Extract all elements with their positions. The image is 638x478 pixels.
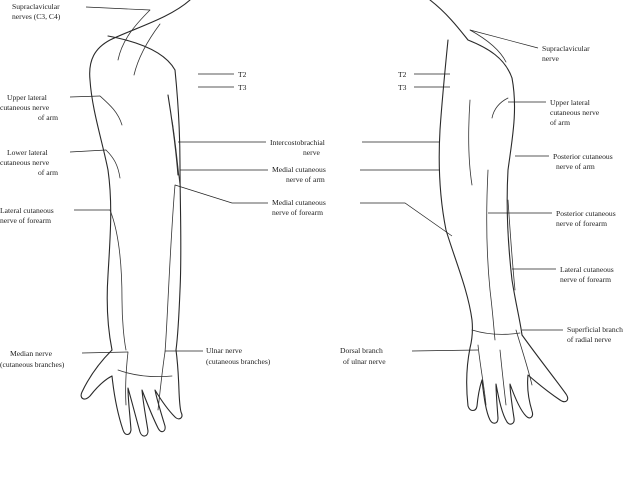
supraclavicular-nerve-right-label-line2: nerve bbox=[542, 54, 559, 63]
lateral-forearm-label-line2: nerve of forearm bbox=[0, 216, 51, 225]
posterior-neck-outline bbox=[429, 0, 513, 79]
medial-cutaneous-arm-branch bbox=[171, 119, 181, 186]
dorsal-ulnar-leader bbox=[411, 349, 479, 352]
medial-forearm-leader-right bbox=[360, 202, 453, 237]
posterior-upper-lateral-branch bbox=[491, 97, 509, 119]
supraclavicular-leader-left bbox=[85, 6, 151, 11]
supraclavicular-nerves-label-line1: Supraclavicular bbox=[12, 2, 60, 11]
posterior-arm-lateral-border bbox=[506, 77, 523, 336]
palm-crease bbox=[117, 369, 173, 378]
intercostobrachial-label-line2: nerve bbox=[303, 148, 320, 157]
lateral-cutaneous-forearm-branch-posterior bbox=[507, 199, 516, 291]
upper-lateral-label-line3: of arm bbox=[38, 113, 58, 122]
posterior-arm-medial-border bbox=[438, 39, 473, 349]
lateral-forearm-right-label-line1: Lateral cutaneous bbox=[560, 265, 614, 274]
lower-lateral-label-line1: Lower lateral bbox=[7, 148, 48, 157]
supraclavicular-nerve-branch-2 bbox=[133, 23, 161, 76]
anterior-arm-medial-border bbox=[174, 69, 182, 351]
lateral-forearm-right-label-line2: nerve of forearm bbox=[560, 275, 611, 284]
posterior-arm-label-line2: nerve of arm bbox=[556, 162, 595, 171]
posterior-forearm-label-line1: Posterior cutaneous bbox=[556, 209, 616, 218]
upper-lateral-right-label-line1: Upper lateral bbox=[550, 98, 590, 107]
superficial-radial-label-line2: of radial nerve bbox=[567, 335, 612, 344]
anterior-hand-outline bbox=[80, 349, 183, 437]
right-labels: Supraclavicular nerve Upper lateral cuta… bbox=[469, 29, 623, 344]
supraclavicular-nerve-right-label-line1: Supraclavicular bbox=[542, 44, 590, 53]
posterior-cutaneous-arm-branch bbox=[468, 99, 473, 186]
median-nerve-palm-branch bbox=[125, 351, 129, 406]
medial-arm-label-line1: Medial cutaneous bbox=[272, 165, 326, 174]
left-labels: Supraclavicular nerves (C3, C4) Upper la… bbox=[0, 2, 151, 369]
anterior-arm-lateral-border bbox=[89, 79, 113, 351]
posterior-arm-label-line1: Posterior cutaneous bbox=[553, 152, 613, 161]
dorsal-ulnar-label-line1: Dorsal branch bbox=[340, 346, 383, 355]
median-leader bbox=[81, 351, 129, 354]
upper-lateral-right-label-line2: cutaneous nerve bbox=[550, 108, 600, 117]
supraclavicular-leader-right bbox=[469, 29, 539, 49]
superficial-radial-label-line1: Superficial branch bbox=[567, 325, 623, 334]
supraclavicular-nerves-label-line2: nerves (C3, C4) bbox=[12, 12, 61, 21]
upper-lateral-label-line1: Upper lateral bbox=[7, 93, 47, 102]
superficial-radial-branch bbox=[515, 329, 533, 386]
lower-lateral-leader-left bbox=[69, 149, 107, 153]
right-t3-label: T3 bbox=[398, 83, 407, 92]
lower-lateral-label-line2: cutaneous nerve bbox=[0, 158, 50, 167]
anterior-shoulder-outline bbox=[107, 35, 176, 71]
upper-lateral-leader-left bbox=[69, 95, 101, 98]
ulnar-label-line2: (cutaneous branches) bbox=[206, 357, 271, 366]
posterior-arm-figure bbox=[429, 0, 569, 425]
medial-arm-label-line2: nerve of arm bbox=[286, 175, 325, 184]
dermatome-markers: T2 T3 T2 T3 bbox=[198, 70, 450, 92]
upper-lateral-label-line2: cutaneous nerve bbox=[0, 103, 50, 112]
medial-forearm-label-line1: Medial cutaneous bbox=[272, 198, 326, 207]
anterior-neck-outline bbox=[89, 0, 191, 81]
anterior-arm-figure bbox=[80, 0, 191, 437]
right-t2-label: T2 bbox=[398, 70, 407, 79]
posterior-supraclavicular-branch bbox=[469, 29, 507, 63]
supraclavicular-nerve-branch-1 bbox=[117, 9, 151, 61]
posterior-forearm-label-line2: nerve of forearm bbox=[556, 219, 607, 228]
posterior-cutaneous-forearm-branch bbox=[486, 169, 496, 341]
anterior-axilla-line bbox=[167, 94, 179, 176]
median-nerve-label-line1: Median nerve bbox=[10, 349, 53, 358]
median-nerve-label-line2: (cutaneous branches) bbox=[0, 360, 65, 369]
medial-forearm-leader-left bbox=[174, 184, 268, 204]
dorsal-hand-branch bbox=[499, 349, 507, 406]
lateral-cutaneous-forearm-branch bbox=[109, 209, 127, 351]
dorsal-ulnar-branch bbox=[477, 344, 487, 406]
ulnar-nerve-palm-branch bbox=[157, 351, 166, 411]
left-t3-label: T3 bbox=[238, 83, 247, 92]
intercostobrachial-label-line1: Intercostobrachial bbox=[270, 138, 325, 147]
upper-lateral-cutaneous-branch bbox=[99, 95, 123, 126]
lower-lateral-label-line3: of arm bbox=[38, 168, 58, 177]
lateral-forearm-label-line1: Lateral cutaneous bbox=[0, 206, 54, 215]
medial-cutaneous-forearm-branch bbox=[164, 184, 176, 353]
dorsal-wrist-crease bbox=[471, 329, 521, 335]
medial-forearm-label-line2: nerve of forearm bbox=[272, 208, 323, 217]
ulnar-label-line1: Ulnar nerve bbox=[206, 346, 243, 355]
dorsal-ulnar-label-line2: of ulnar nerve bbox=[343, 357, 386, 366]
left-t2-label: T2 bbox=[238, 70, 247, 79]
lower-lateral-cutaneous-branch bbox=[105, 149, 121, 179]
upper-lateral-right-label-line3: of arm bbox=[550, 118, 570, 127]
center-labels: Intercostobrachial nerve Medial cutaneou… bbox=[165, 138, 479, 366]
posterior-hand-outline bbox=[466, 334, 569, 425]
